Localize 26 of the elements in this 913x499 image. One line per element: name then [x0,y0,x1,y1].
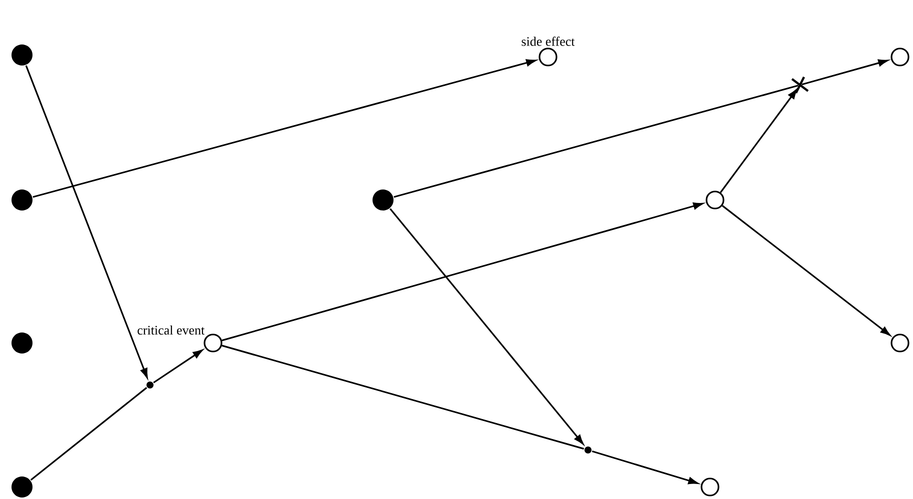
open-circle [706,190,724,210]
open-circle [890,334,910,352]
arrow [720,89,798,193]
arrow [32,59,536,198]
junction-dot [584,446,592,454]
arrow [222,202,704,342]
arrow [802,59,888,86]
arrow [390,208,584,444]
filled-circle [372,190,394,210]
filled-circle [12,44,32,66]
arrow [153,350,203,384]
filled-circle [12,190,32,210]
arrow [592,450,698,484]
filled-circle [12,476,32,498]
line [30,387,148,481]
cross-mark [790,76,810,94]
filled-circle [12,332,32,354]
line [394,84,798,198]
node-label: critical event [138,325,205,335]
open-circle [890,48,910,66]
junction-dot [146,382,154,388]
arrow [25,65,148,378]
arrow [722,205,890,336]
node-label: side effect [522,36,575,46]
line [222,344,584,450]
open-circle [700,478,720,496]
